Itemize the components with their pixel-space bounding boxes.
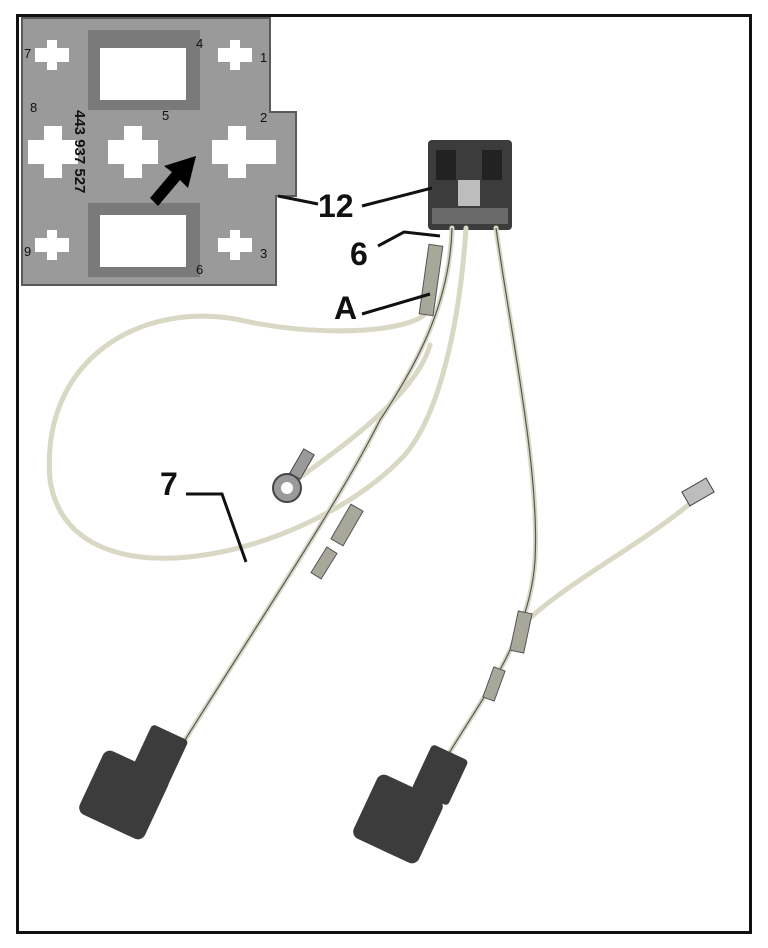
wire-loop-7 <box>46 225 469 561</box>
splice-sleeves <box>310 243 533 702</box>
leader-7 <box>186 492 248 563</box>
ring-terminal <box>272 448 315 503</box>
leader-lines <box>186 186 441 563</box>
leader-A <box>361 292 431 316</box>
part-number-label: 443 937 527 <box>71 110 88 194</box>
pin-1-cutout <box>218 40 252 70</box>
pin-label-1: 1 <box>260 50 268 65</box>
pin-label-8: 8 <box>30 100 38 115</box>
wire-branch <box>525 492 703 623</box>
wires <box>46 225 703 763</box>
pin-label-3: 3 <box>260 246 268 261</box>
pin-label-2: 2 <box>260 110 268 125</box>
pin-3-cutout <box>218 230 252 260</box>
pin-2-cutout <box>212 126 276 178</box>
leader-6 <box>377 230 441 248</box>
terminal-A <box>418 243 444 317</box>
callout-12: 12 <box>318 188 354 224</box>
pin-label-4: 4 <box>196 36 204 51</box>
plug-left <box>79 725 188 840</box>
pin-7-cutout <box>35 40 69 70</box>
pin-cutouts <box>28 40 276 260</box>
figure-frame <box>16 14 752 934</box>
callout-6: 6 <box>350 236 368 272</box>
wire-ring <box>287 342 433 488</box>
pin-8-cutout <box>28 126 78 178</box>
plug-right <box>353 745 468 864</box>
main-connector <box>428 140 512 230</box>
pin-label-5: 5 <box>162 108 170 123</box>
pin-9-cutout <box>35 230 69 260</box>
upper-slot <box>100 48 186 100</box>
wire-left <box>182 225 455 743</box>
leader-12-left <box>277 194 319 206</box>
leader-12-right <box>361 186 433 208</box>
arrow-icon <box>150 156 196 206</box>
flat-terminal <box>681 477 715 507</box>
pin-label-9: 9 <box>24 244 32 259</box>
lower-slot <box>100 215 186 267</box>
pin-label-7: 7 <box>24 46 32 61</box>
callout-A: A <box>334 290 358 326</box>
relay-socket-plate <box>21 17 297 286</box>
callout-7: 7 <box>160 466 178 502</box>
pin-5-cutout <box>108 126 158 178</box>
pin-label-6: 6 <box>196 262 204 277</box>
